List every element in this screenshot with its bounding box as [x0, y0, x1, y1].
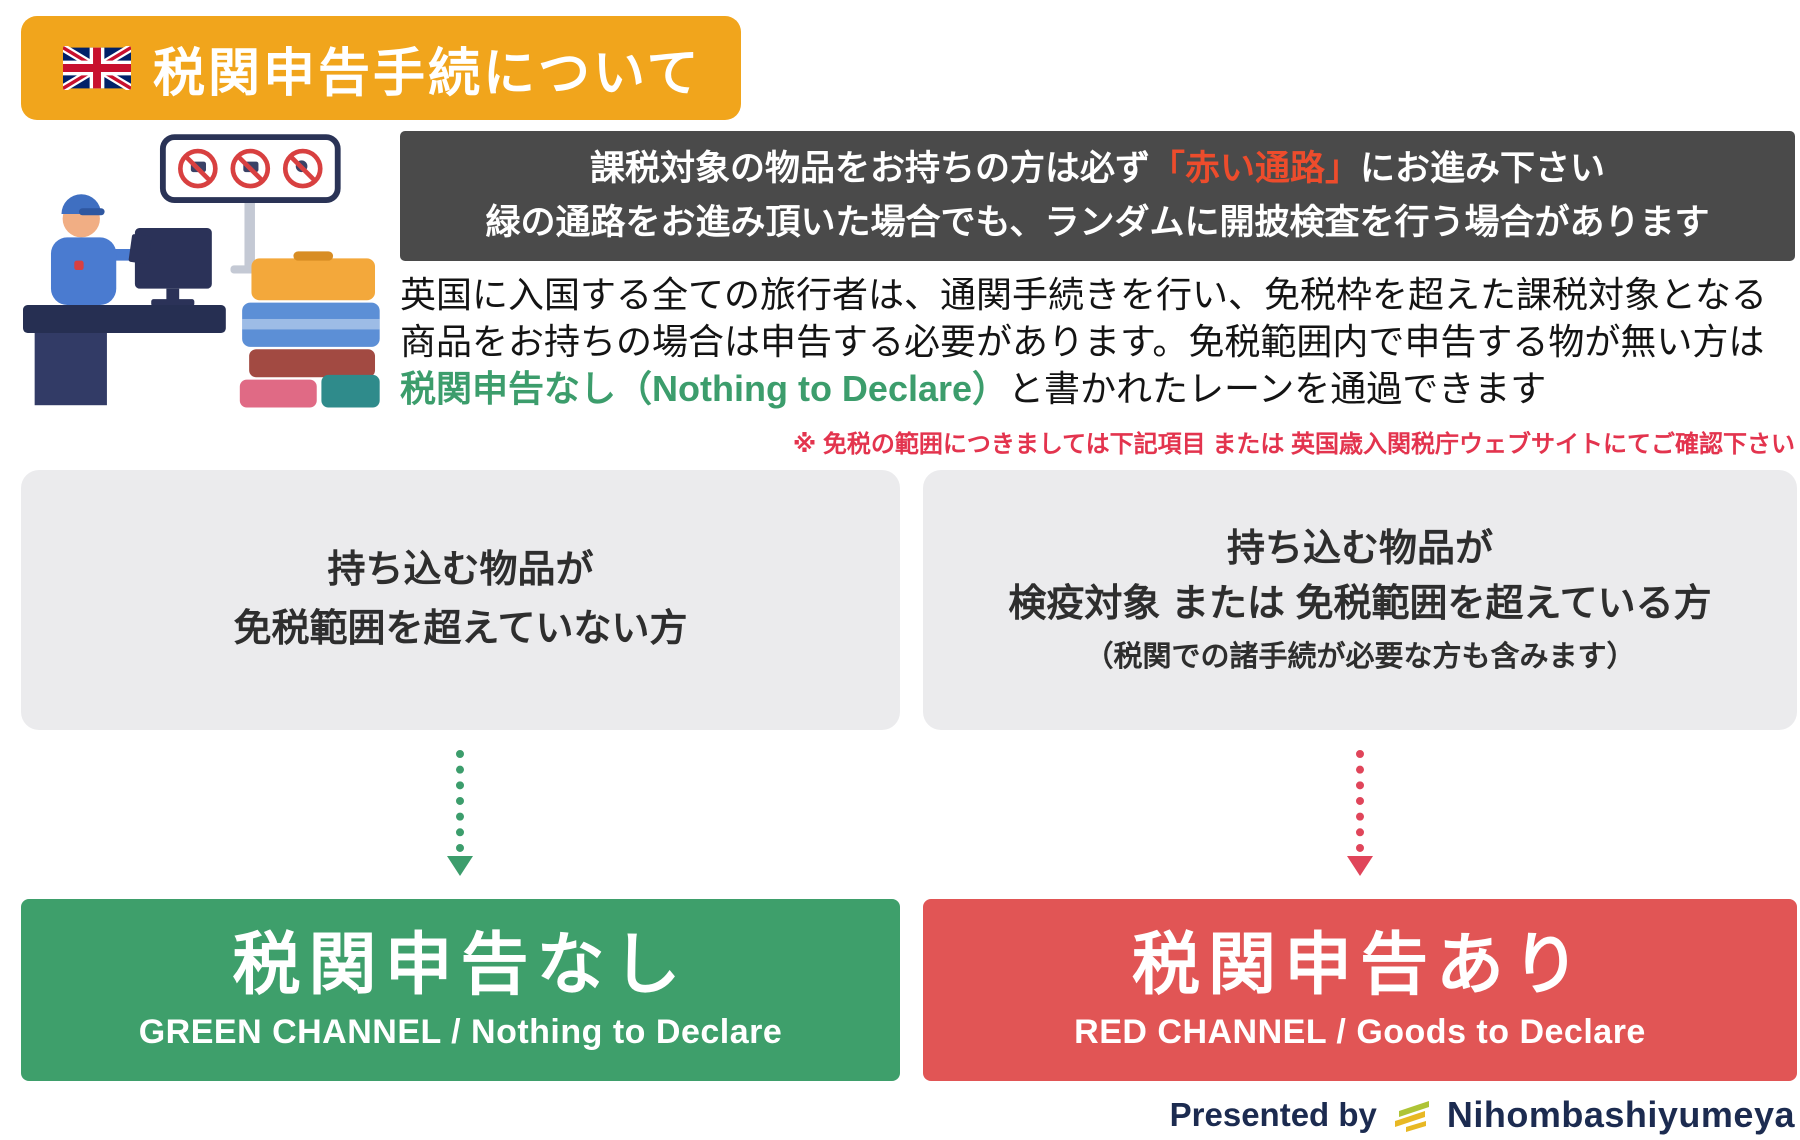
green-condition-line1: 持ち込む物品が [327, 549, 594, 592]
red-arrow-line [1356, 750, 1364, 852]
notice-line-1: 課税対象の物品をお持ちの方は必ず「赤い通路」にお進み下さい [590, 142, 1605, 196]
red-condition-line1: 持ち込む物品が [1226, 527, 1493, 570]
computer-monitor-icon [134, 228, 212, 307]
green-arrow-line [456, 750, 464, 852]
red-dotted-arrow-icon [1338, 750, 1382, 885]
duty-free-footnote: ※ 免税の範囲につきましては下記項目 または 英国歳入関税庁ウェブサイトにてご確… [792, 431, 1795, 458]
brand-name: Nihombashiyumeya [1446, 1094, 1795, 1135]
green-dotted-arrow-icon [438, 750, 482, 885]
presented-by-label: Presented by [1169, 1096, 1377, 1133]
red-condition-line3: （税関での諸手続が必要な方も含みます） [1084, 641, 1636, 674]
green-channel-box: 税関申告なし GREEN CHANNEL / Nothing to Declar… [21, 899, 900, 1081]
footer-credit: Presented by Nihombashiyumeya [0, 1094, 1795, 1136]
green-arrow-head [447, 856, 473, 876]
red-channel-box: 税関申告あり RED CHANNEL / Goods to Declare [923, 899, 1797, 1081]
page-header: 税関申告手続について [21, 16, 741, 120]
notice-line1-highlight: 「赤い通路」 [1149, 148, 1360, 188]
green-channel-title: 税関申告なし [232, 927, 689, 1004]
red-condition-box: 持ち込む物品が 検疫対象 または 免税範囲を超えている方 （税関での諸手続が必要… [923, 470, 1797, 730]
customs-desk-icon [23, 304, 226, 406]
notice-line1-post: にお進み下さい [1360, 148, 1606, 188]
red-arrow-head [1347, 856, 1373, 876]
page-title: 税関申告手続について [153, 44, 702, 103]
green-channel-subtitle: GREEN CHANNEL / Nothing to Declare [138, 1012, 783, 1051]
red-channel-notice-box: 課税対象の物品をお持ちの方は必ず「赤い通路」にお進み下さい 緑の通路をお進み頂い… [400, 131, 1795, 261]
prohibited-items-sign-icon [159, 134, 341, 203]
intro-text-highlight: 税関申告なし（Nothing to Declare） [400, 367, 1009, 409]
customs-officer-icon [50, 194, 152, 305]
red-channel-title: 税関申告あり [1131, 927, 1588, 1004]
customs-officer-illustration [23, 134, 380, 408]
uk-flag-icon [63, 46, 131, 90]
intro-paragraph: 英国に入国する全ての旅行者は、通関手続きを行い、免税枠を超えた課税対象となる商品… [400, 272, 1800, 412]
intro-text-pre: 英国に入国する全ての旅行者は、通関手続きを行い、免税枠を超えた課税対象となる商品… [400, 274, 1767, 362]
notice-line1-pre: 課税対象の物品をお持ちの方は必ず [589, 148, 1150, 188]
red-condition-line2: 検疫対象 または 免税範囲を超えている方 [1008, 582, 1712, 625]
notice-line-2: 緑の通路をお進み頂いた場合でも、ランダムに開披検査を行う場合があります [485, 203, 1710, 242]
nihombashiyumeya-logo-icon [1394, 1101, 1429, 1132]
intro-text-post: と書かれたレーンを通過できます [1008, 367, 1547, 409]
luggage-stack-icon [239, 251, 380, 408]
green-condition-line2: 免税範囲を超えていない方 [233, 608, 688, 650]
green-condition-box: 持ち込む物品が 免税範囲を超えていない方 [21, 470, 900, 730]
red-channel-subtitle: RED CHANNEL / Goods to Declare [1074, 1012, 1646, 1051]
